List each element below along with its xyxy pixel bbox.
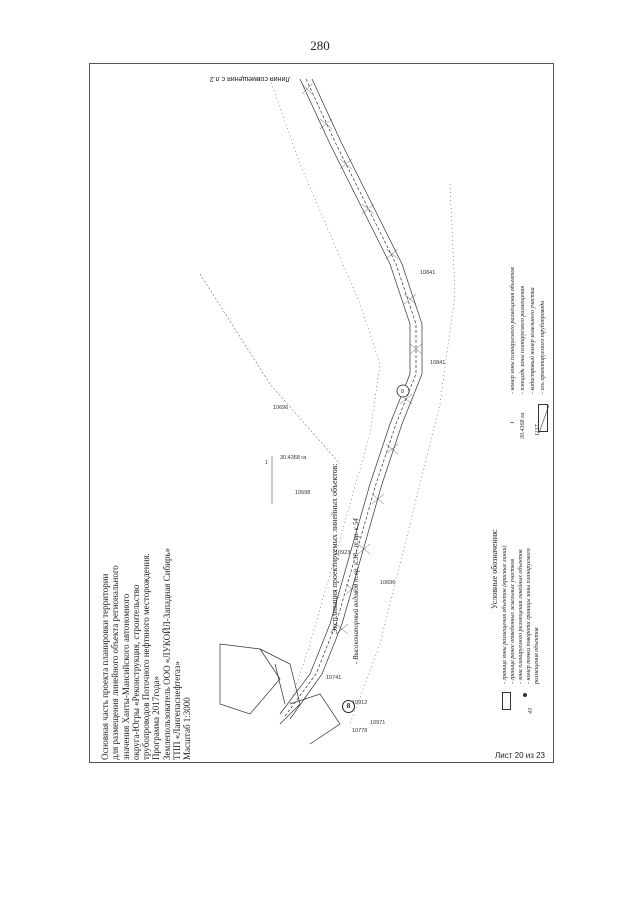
legend-pipeline-swatch (538, 404, 549, 433)
title-line: для размещения линейного объекта региона… (110, 565, 121, 760)
legend-right-item: - площадь зоны планируемого размещения (520, 285, 526, 394)
title-block: Основная часть проекта планировки террит… (100, 548, 193, 760)
legend-right-item: - номер зоны планируемого размещения объ… (510, 267, 516, 394)
map-label: 10696 (273, 405, 288, 411)
legend-left-item: - зона планируемого размещения линейных … (518, 549, 524, 684)
map-label: 10778 (352, 728, 367, 734)
map-label: 10841 (430, 360, 445, 366)
spec-item-number: 8 (342, 700, 355, 713)
zone-marker: 1 30.4368 га 8 (265, 384, 410, 504)
legend-right-item: - кадастровый номер земельного участка (530, 287, 536, 394)
title-line: Масштаб 1:3000 (182, 697, 193, 760)
map-drawing: 10696 10698 10923 10841 10841 10912 1077… (199, 78, 456, 745)
spec-item-text: - Высоконапорный водовод т.вр. к.38 - т.… (352, 518, 360, 664)
title-line: значения Ханты-Мансийского автономного (120, 593, 131, 760)
legend-left-item: - номер точки поворота границы зоны план… (526, 548, 532, 684)
legend-point-example: 43 (528, 708, 534, 714)
svg-text:30.4368 га: 30.4368 га (280, 455, 307, 461)
title-line: Основная часть проекта планировки террит… (100, 573, 110, 760)
title-line: Программа 2017года» (151, 675, 162, 760)
legend-left-item: - граница зоны размещения объектов (крас… (502, 545, 508, 684)
svg-text:1: 1 (265, 460, 268, 466)
map-label: 10971 (370, 720, 385, 726)
legend-point-icon (522, 692, 528, 698)
page-number: 280 (310, 38, 330, 53)
map-label: 10741 (326, 675, 341, 681)
legend-zone-area: 30.4368 га (520, 412, 526, 439)
legend-left-item: - граница ранее отведенных земельных уча… (510, 558, 516, 684)
sheet-number: Лист 20 из 23 (495, 751, 545, 760)
svg-text:8: 8 (401, 389, 404, 395)
title-line: трубопроводов Поточного нефтяного местор… (141, 553, 152, 760)
legend-zone-num: 1 (510, 421, 516, 424)
map-label: 10696 (380, 580, 395, 586)
legend-right-item: - ось проектируемого трубопровода (540, 300, 546, 394)
legend-red-line-swatch (502, 692, 511, 710)
map-label: 10923 (335, 550, 350, 556)
drawing-sheet: 10696 10698 10923 10841 10841 10912 1077… (89, 63, 554, 763)
legend-title: Условные обозначения: (490, 528, 499, 609)
map-label: 10698 (295, 490, 310, 496)
legend-left-item: размещения объектов (534, 627, 540, 684)
combine-line-label: Линия совмещения с л.2 (209, 75, 290, 82)
title-line: ТПП «Лангепаснефтегаз» (172, 661, 183, 760)
map-label: 10841 (420, 270, 435, 276)
spec-title: Экспликация проектируемых линейных объек… (330, 463, 339, 634)
title-line: Землепользователь ООО «ЛУКОЙЛ-Западная С… (161, 547, 172, 760)
map-label: 10912 (352, 700, 367, 706)
title-line: округа-Югры «Реконструкция, строительств… (130, 584, 141, 760)
